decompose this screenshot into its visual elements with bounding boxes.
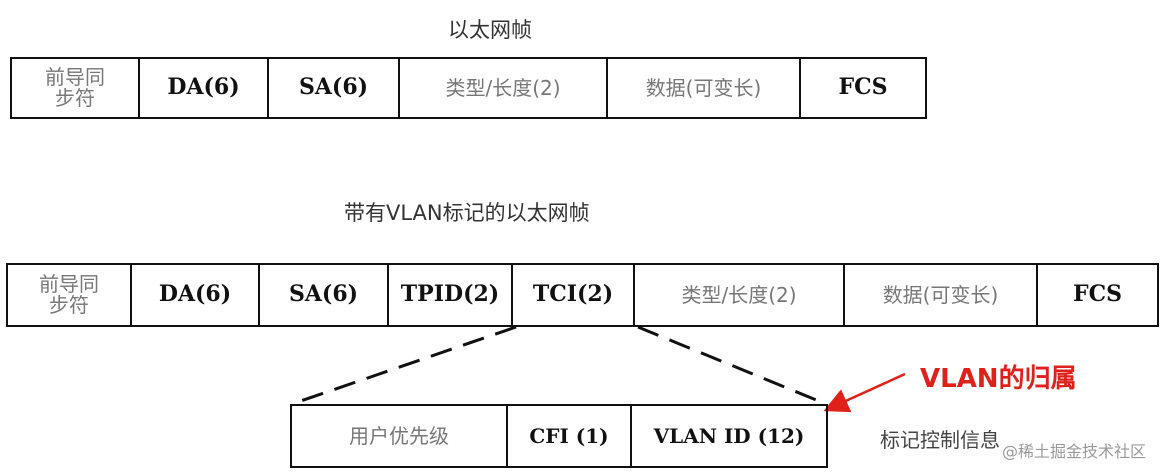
preamble-field: 前导同 步符 xyxy=(8,265,132,325)
preamble-line1: 前导同 xyxy=(45,65,105,89)
sa-field: SA(6) xyxy=(260,265,389,325)
vlan-tagged-frame: 前导同 步符 DA(6) SA(6) TPID(2) TCI(2) 类型/长度(… xyxy=(6,263,1159,327)
preamble-line2: 步符 xyxy=(49,293,89,317)
ethernet-frame: 前导同 步符 DA(6) SA(6) 类型/长度(2) 数据(可变长) FCS xyxy=(10,57,927,119)
fcs-field: FCS xyxy=(1038,265,1159,325)
preamble-field: 前导同 步符 xyxy=(12,59,140,117)
tpid-field: TPID(2) xyxy=(389,265,513,325)
da-field: DA(6) xyxy=(132,265,260,325)
frame1-title: 以太网帧 xyxy=(448,18,532,42)
data-field: 数据(可变长) xyxy=(845,265,1038,325)
da-field: DA(6) xyxy=(140,59,269,117)
preamble-line2: 步符 xyxy=(55,86,95,110)
tci-field: TCI(2) xyxy=(513,265,635,325)
fcs-field: FCS xyxy=(801,59,927,117)
tci-detail: 用户优先级 CFI (1) VLAN ID (12) xyxy=(290,404,828,468)
user-priority-field: 用户优先级 xyxy=(292,406,508,466)
sa-field: SA(6) xyxy=(269,59,400,117)
vlan-arrow xyxy=(823,372,906,413)
tag-control-info-label: 标记控制信息 xyxy=(880,428,1000,452)
dashed-left-connector xyxy=(291,325,517,406)
type-length-field: 类型/长度(2) xyxy=(400,59,608,117)
vlan-id-field: VLAN ID (12) xyxy=(632,406,828,466)
preamble-line1: 前导同 xyxy=(39,272,99,296)
cfi-field: CFI (1) xyxy=(508,406,632,466)
dashed-right-connector xyxy=(637,325,827,406)
data-field: 数据(可变长) xyxy=(608,59,801,117)
watermark: @稀土掘金技术社区 xyxy=(1002,442,1147,461)
vlan-ownership-annotation: VLAN的归属 xyxy=(920,364,1077,394)
frame2-title: 带有VLAN标记的以太网帧 xyxy=(344,201,590,225)
type-length-field: 类型/长度(2) xyxy=(635,265,845,325)
